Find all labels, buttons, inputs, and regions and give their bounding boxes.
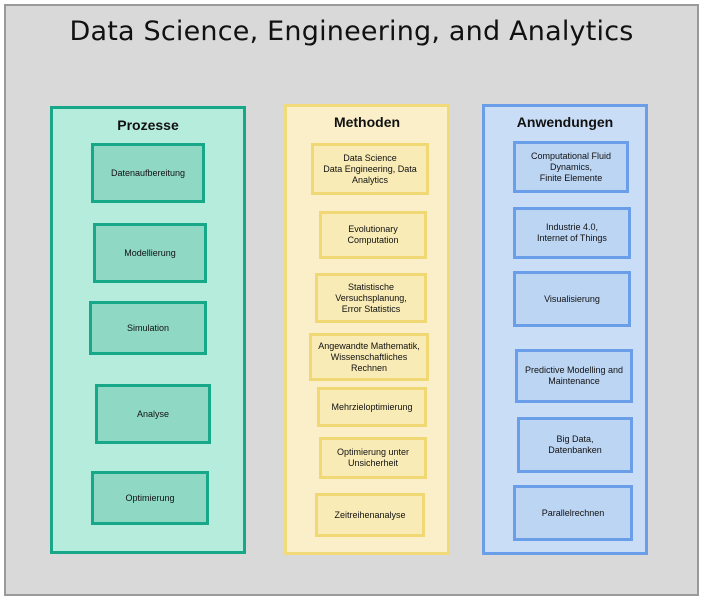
panel-title-prozesse: Prozesse [117,117,179,133]
box-label: Visualisierung [544,293,600,304]
box-label: Computational Fluid Dynamics, Finite Ele… [530,150,612,183]
box-label: Zeitreihenanalyse [334,509,406,520]
box-optimierung: Optimierung [91,471,209,525]
box-label: Mehrzieloptimierung [331,401,413,412]
box-label: Predictive Modelling and Maintenance [524,365,624,386]
box-big-data: Big Data, Datenbanken [517,417,633,473]
box-label: Datenaufbereitung [110,167,186,178]
box-label: Simulation [126,322,170,333]
box-label: Evolutionary Computation [347,224,399,245]
box-datenaufbereitung: Datenaufbereitung [91,143,205,203]
panel-title-anwendungen: Anwendungen [516,114,614,130]
box-simulation: Simulation [89,301,207,355]
box-label: Angewandte Mathematik, Wissenschaftliche… [318,340,420,373]
panel-anwendungen: Anwendungen Computational Fluid Dynamics… [482,104,648,555]
box-label: Optimierung unter Unsicherheit [336,447,410,468]
panel-title-methoden: Methoden [333,114,401,130]
box-evolutionary-computation: Evolutionary Computation [319,211,427,259]
box-computational-fluid-dynamics: Computational Fluid Dynamics, Finite Ele… [513,141,629,193]
box-label: Big Data, Datenbanken [548,434,602,455]
box-modellierung: Modellierung [93,223,207,283]
box-label: Analyse [136,408,170,419]
box-label: Statistische Versuchsplanung, Error Stat… [335,281,407,314]
box-label: Data Science Data Engineering, Data Anal… [323,152,417,185]
box-label: Industrie 4.0, Internet of Things [537,222,607,243]
panel-methoden: Methoden Data Science Data Engineering, … [284,104,450,555]
box-optimierung-unter-unsicherheit: Optimierung unter Unsicherheit [319,437,427,479]
box-predictive-modelling: Predictive Modelling and Maintenance [515,349,633,403]
box-label: Parallelrechnen [541,507,605,518]
box-visualisierung: Visualisierung [513,271,631,327]
diagram-title: Data Science, Engineering, and Analytics [69,16,634,47]
box-mehrzieloptimierung: Mehrzieloptimierung [317,387,427,427]
box-industrie-4-0: Industrie 4.0, Internet of Things [513,207,631,259]
box-data-science: Data Science Data Engineering, Data Anal… [311,143,429,195]
box-label: Optimierung [125,492,175,503]
box-statistische-versuchsplanung: Statistische Versuchsplanung, Error Stat… [315,273,427,323]
panel-prozesse: Prozesse Datenaufbereitung Modellierung … [50,106,246,554]
box-angewandte-mathematik: Angewandte Mathematik, Wissenschaftliche… [309,333,429,381]
box-label: Modellierung [124,247,176,258]
box-parallelrechnen: Parallelrechnen [513,485,633,541]
diagram-canvas: Data Science, Engineering, and Analytics… [4,4,699,596]
box-zeitreihenanalyse: Zeitreihenanalyse [315,493,425,537]
box-analyse: Analyse [95,384,211,444]
